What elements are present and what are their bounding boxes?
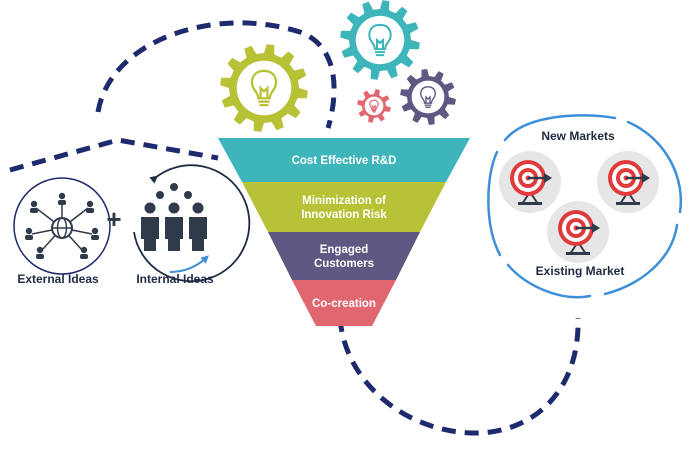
funnel-stage-label: Co-creation: [312, 298, 376, 310]
lightbulb-gear-icon: [357, 89, 391, 123]
lightbulb-gear-icon: [340, 0, 420, 80]
lightbulb-icon: [369, 99, 379, 113]
market-ring: [487, 114, 683, 299]
funnel-stage-label: Innovation Risk: [301, 209, 387, 221]
navy-dashed-connectors: [9, 20, 581, 436]
bottom-arc: [337, 317, 581, 436]
target-icon: [547, 201, 609, 263]
funnel-stage-label: Customers: [314, 258, 374, 270]
existing-market-label: Existing Market: [536, 264, 625, 278]
internal-ideas-ring: [133, 164, 251, 283]
gear-hub: [411, 80, 445, 114]
funnel-band: [292, 280, 396, 326]
lightbulb-gear-icon: [400, 69, 456, 125]
external-ideas-label: External Ideas: [17, 272, 99, 286]
internal-ideas-blue-arrow: [169, 255, 209, 274]
funnel-band: [268, 232, 420, 280]
funnel-stage: Cost Effective R&D: [218, 138, 470, 182]
lightbulb-icon: [250, 69, 278, 107]
funnel-band: [242, 182, 446, 232]
team-people-icon: [141, 183, 207, 251]
plus-sign: +: [106, 204, 121, 234]
funnel-stage: Co-creation: [292, 280, 396, 326]
funnel-band: [218, 138, 470, 182]
funnel-stage-label: Minimization of: [302, 195, 386, 207]
left-big-arc: [95, 20, 337, 129]
target-group: [499, 151, 659, 263]
funnel: Cost Effective R&D Minimization of Innovat…: [218, 138, 470, 326]
external-ideas-ring: [13, 177, 111, 275]
target-icon: [499, 151, 561, 213]
network-globe-icon: [25, 192, 99, 259]
funnel-stage: Minimization of Innovation Risk: [242, 182, 446, 232]
lightbulb-gear-icon: [220, 44, 308, 132]
gear-hub: [364, 96, 384, 116]
new-markets-label: New Markets: [541, 129, 615, 143]
lightbulb-icon: [420, 86, 436, 108]
gear-hub: [355, 15, 405, 65]
internal-ideas-label: Internal Ideas: [136, 272, 214, 286]
gear-hub: [236, 60, 292, 116]
funnel-stage-label: Cost Effective R&D: [292, 155, 397, 167]
gear-group: [220, 0, 456, 132]
funnel-stage-label: Engaged: [320, 244, 369, 256]
lightbulb-icon: [368, 23, 392, 57]
target-icon: [597, 151, 659, 213]
